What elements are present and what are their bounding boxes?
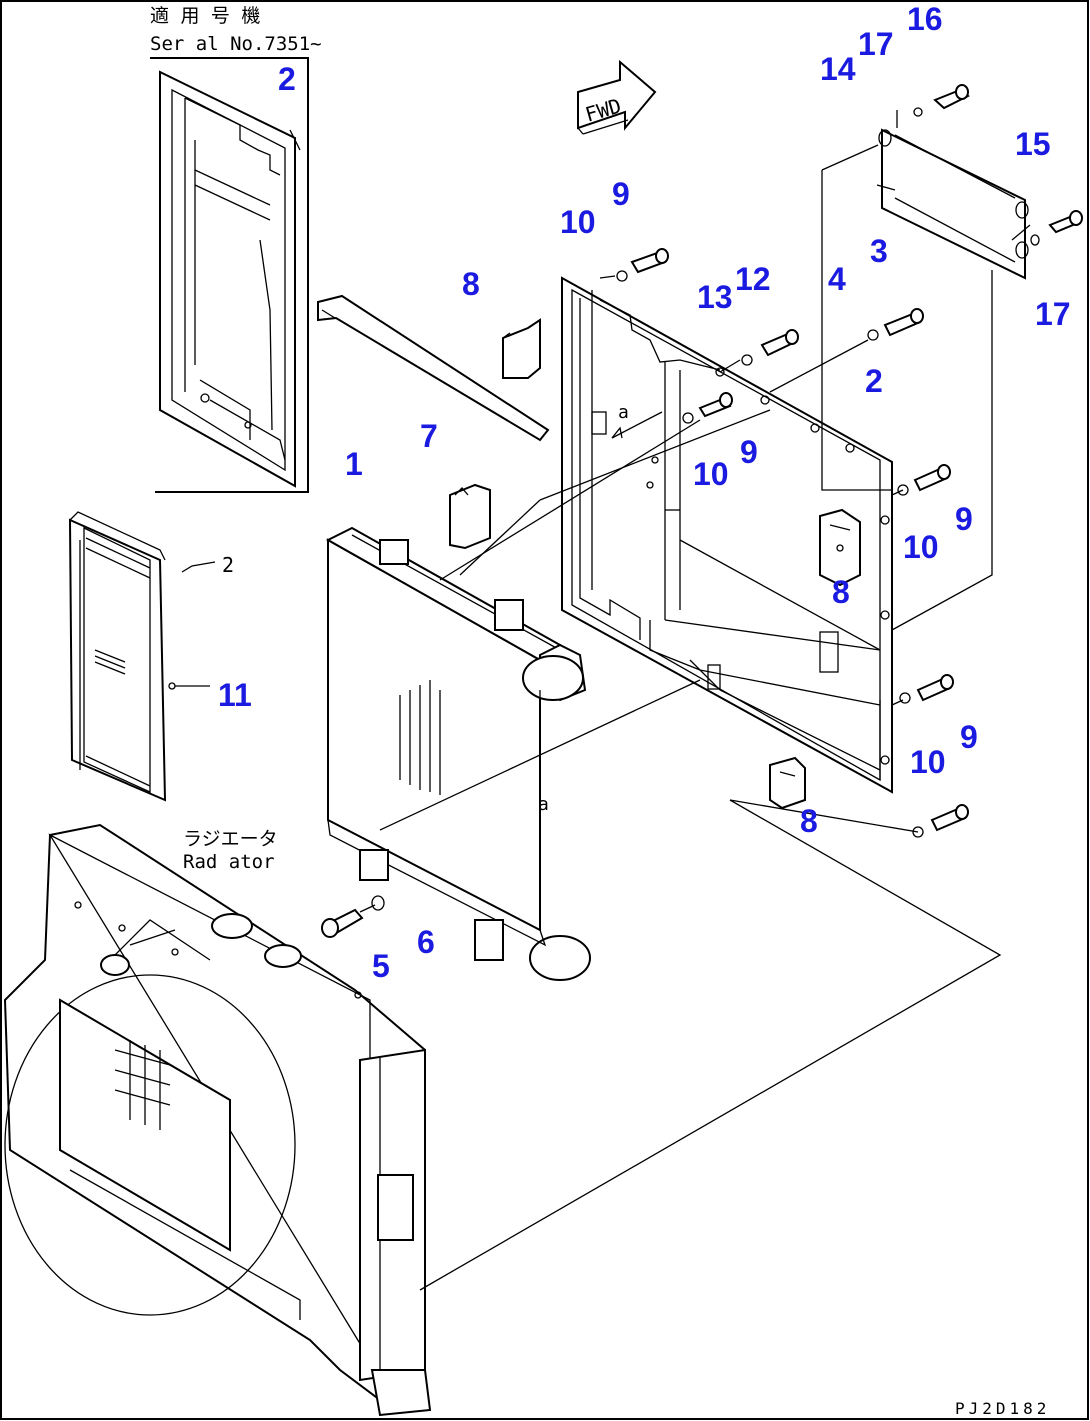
arrow-a-mark: a bbox=[618, 402, 629, 423]
applicable-machine-label: 適 用 号 機 bbox=[150, 5, 260, 27]
part-8-bracket-mid bbox=[819, 508, 861, 587]
callout-10-right: 10 bbox=[903, 529, 939, 565]
callout-9-top: 9 bbox=[612, 176, 630, 212]
serial-number-label: Ser al No.7351~ bbox=[150, 33, 322, 55]
callout-2-inset: 2 bbox=[278, 61, 296, 97]
callout-3: 3 bbox=[870, 233, 888, 269]
forward-direction-arrow: FWD bbox=[577, 59, 657, 135]
callout-10-mid: 10 bbox=[693, 456, 729, 492]
callout-8-low: 8 bbox=[800, 803, 818, 839]
document-code: PJ2D182 bbox=[955, 1399, 1050, 1418]
callout-1: 1 bbox=[345, 446, 363, 482]
guide-rod bbox=[317, 294, 550, 442]
callout-9-right: 9 bbox=[955, 501, 973, 537]
callout-6: 6 bbox=[417, 924, 435, 960]
part-7-bracket bbox=[449, 483, 491, 550]
radiator-en-label: Rad ator bbox=[183, 851, 275, 873]
callout-labels: 2 16 17 14 15 17 9 10 8 13 12 4 3 2 9 10… bbox=[218, 1, 1071, 984]
callout-15: 15 bbox=[1015, 126, 1051, 162]
hardware-fasteners bbox=[321, 84, 1083, 938]
part-2-shroud bbox=[561, 276, 893, 794]
callout-8-mid: 8 bbox=[832, 574, 850, 610]
radiator-jp-label: ラジエータ bbox=[183, 828, 278, 850]
serial-inset-frame bbox=[150, 57, 309, 493]
part-14-cover bbox=[876, 128, 1029, 280]
callout-8-top: 8 bbox=[462, 266, 480, 302]
part-11-side-panel: 2 bbox=[68, 511, 234, 802]
leader-lines bbox=[359, 110, 1031, 1291]
callout-4: 4 bbox=[828, 261, 846, 297]
callout-2-main: 2 bbox=[865, 363, 883, 399]
callout-13: 13 bbox=[697, 279, 733, 315]
callout-7: 7 bbox=[420, 418, 438, 454]
inset-screw-mark: 2 bbox=[222, 553, 234, 577]
cooler-a-mark: a bbox=[538, 794, 549, 815]
callout-16: 16 bbox=[907, 1, 943, 37]
callout-17-right: 17 bbox=[1035, 296, 1071, 332]
part-8-bracket-low bbox=[769, 756, 806, 810]
callout-5: 5 bbox=[372, 948, 390, 984]
callout-9-low: 9 bbox=[960, 719, 978, 755]
callout-10-low: 10 bbox=[910, 744, 946, 780]
part-8-bracket-top bbox=[502, 318, 541, 379]
alignment-arrow: a bbox=[611, 402, 663, 439]
callout-10-top: 10 bbox=[560, 204, 596, 240]
radiator-assembly bbox=[3, 823, 432, 1417]
callout-14: 14 bbox=[820, 51, 856, 87]
part-1-aftercooler: a bbox=[325, 526, 591, 981]
inset-shroud-drawing bbox=[159, 70, 301, 488]
callout-9-mid: 9 bbox=[740, 434, 758, 470]
callout-17-top: 17 bbox=[858, 26, 894, 62]
callout-12: 12 bbox=[735, 261, 771, 297]
callout-11: 11 bbox=[218, 677, 252, 713]
